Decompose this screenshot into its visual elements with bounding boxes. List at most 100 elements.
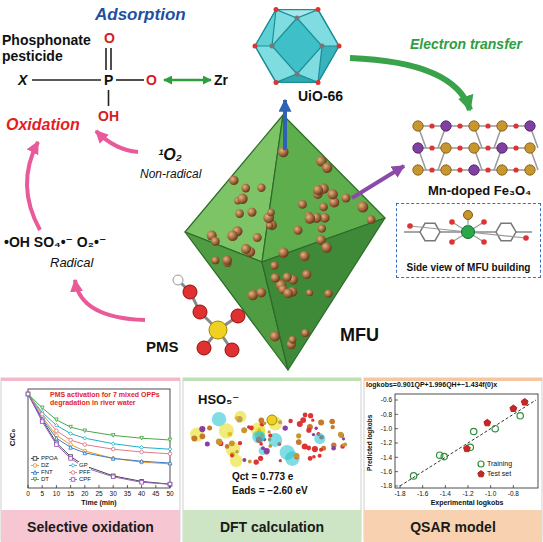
- value-label: Eads = −2.60 eV: [232, 485, 308, 497]
- data-marker: [168, 438, 172, 442]
- octahedron-face: [262, 218, 385, 370]
- nanoparticle: [235, 209, 244, 218]
- tick-label: -1.4: [440, 490, 451, 497]
- tick-label: -1.0: [381, 425, 392, 432]
- data-marker: [33, 471, 37, 475]
- inset-caption: Side view of MFU building: [400, 262, 537, 274]
- fe-atom: [525, 165, 535, 175]
- tick-mark: [395, 471, 398, 472]
- atom: [306, 428, 311, 433]
- atom: [263, 422, 267, 426]
- oxygen-atom: [457, 123, 462, 128]
- tick-label: -1.4: [381, 454, 392, 461]
- data-marker: [83, 429, 87, 433]
- nanoparticle: [222, 255, 232, 265]
- tick-label: 35: [124, 490, 131, 497]
- data-marker: [26, 392, 30, 396]
- atom: [242, 458, 246, 462]
- panel-frame: [364, 378, 542, 541]
- bond: [410, 226, 468, 232]
- species-label: •OH SO₄•⁻ O₂•⁻: [4, 234, 106, 250]
- sulfur-atom: [267, 415, 277, 425]
- bond: [468, 232, 526, 238]
- benzene-ring: [420, 223, 440, 240]
- atom: [312, 446, 318, 452]
- charge-isosurface: [314, 433, 325, 444]
- data-marker: [33, 457, 37, 461]
- atom: [338, 432, 344, 438]
- charge-isosurface: [252, 431, 265, 444]
- atom-symbol: OH: [98, 108, 119, 124]
- panel-band: [364, 510, 542, 542]
- atom: [225, 444, 230, 449]
- data-marker: [33, 464, 37, 468]
- data-marker: [521, 399, 528, 406]
- tick-mark: [28, 485, 29, 488]
- oxygen-atom: [485, 123, 490, 128]
- nanoparticle: [301, 329, 309, 337]
- legend-text: CPF: [78, 476, 92, 483]
- process-label: Oxidation: [6, 116, 80, 134]
- mn-atom: [413, 143, 423, 153]
- mn-atom: [497, 143, 507, 153]
- atom: [339, 433, 344, 438]
- tick-mark: [468, 485, 469, 488]
- atom: [229, 440, 235, 446]
- polyhedron-face: [255, 10, 339, 83]
- mfu-building-unit: [404, 211, 532, 245]
- mn-atom: [469, 165, 479, 175]
- plot-frame: [395, 394, 538, 488]
- nanoparticle: [283, 288, 293, 298]
- mn-atom: [441, 121, 451, 131]
- charge-density-picture: [190, 411, 347, 467]
- oxygen-atom: [274, 80, 279, 85]
- data-marker: [111, 475, 115, 479]
- panel-band: [1, 378, 180, 381]
- nanoparticle: [241, 244, 251, 254]
- oxidation-arrow: [75, 280, 145, 320]
- atom: [312, 455, 316, 459]
- nanoparticle: [322, 163, 332, 173]
- bond: [108, 90, 110, 106]
- nanoparticle: [367, 215, 376, 224]
- training-point: [410, 473, 416, 479]
- nanoparticle: [357, 202, 368, 213]
- nanoparticle: [211, 237, 220, 246]
- atom: [312, 433, 315, 436]
- legend-text: DT: [40, 476, 50, 483]
- atom-symbol: P: [104, 72, 113, 88]
- tick-mark: [70, 485, 71, 488]
- material-label: UiO-66: [298, 88, 343, 104]
- oxygen-atom: [513, 123, 518, 128]
- tick-label: 10: [53, 490, 60, 497]
- oxygen-atom: [457, 167, 462, 172]
- atom: [259, 442, 263, 446]
- oxygen-atom: [429, 123, 434, 128]
- data-marker: [111, 457, 115, 461]
- panel-frame: [183, 378, 361, 541]
- tick-mark: [422, 485, 423, 488]
- charge-isosurface: [268, 433, 282, 447]
- atom: [296, 439, 302, 445]
- material-label: Mn-doped Fe₃O₄: [428, 184, 531, 199]
- oxygen-atom: [485, 167, 490, 172]
- data-marker: [140, 436, 144, 440]
- species-label: HSO₅⁻: [198, 393, 239, 408]
- tick-label: -1.6: [417, 490, 428, 497]
- charge-isosurface: [234, 411, 246, 423]
- data-marker: [26, 392, 30, 396]
- material-label: PMS: [146, 338, 179, 355]
- atom: [303, 413, 308, 418]
- nanoparticle: [237, 194, 247, 204]
- fe3o4-crystal: [413, 121, 538, 175]
- oxygen-atom: [197, 341, 211, 355]
- charge-isosurface: [219, 423, 234, 438]
- atom: [279, 459, 282, 462]
- fe-atom: [469, 143, 479, 153]
- oxygen-atom: [481, 219, 487, 225]
- bond: [32, 79, 101, 81]
- atom-symbol: O: [146, 72, 157, 88]
- oxygen-atom: [231, 309, 245, 323]
- composition-arrow: [352, 166, 404, 198]
- data-marker: [33, 478, 37, 482]
